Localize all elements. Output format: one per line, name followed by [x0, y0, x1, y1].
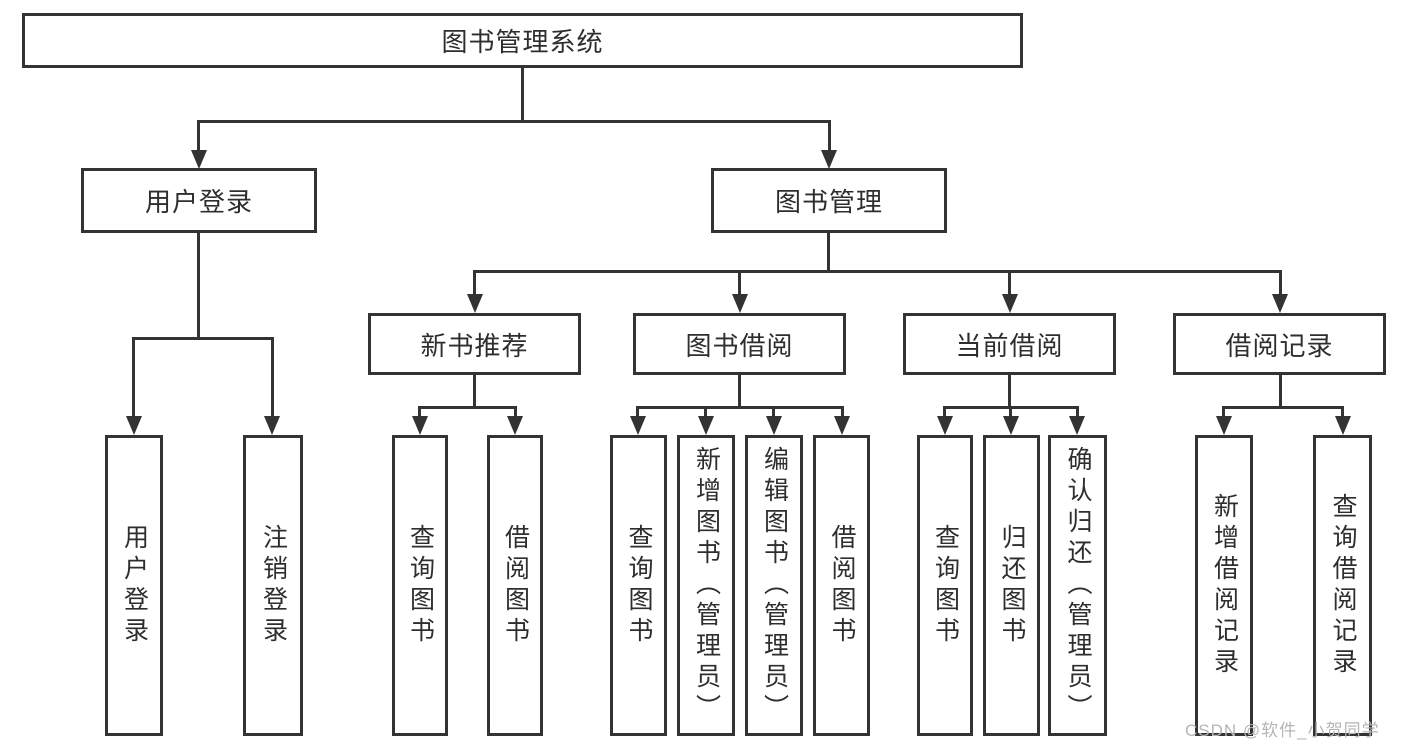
connector-new-book-rail	[418, 406, 517, 409]
arrowhead-borrow-record	[1272, 294, 1288, 313]
leaf-br-query-record-label: 查询借阅记录	[1329, 492, 1357, 679]
leaf-bb-add-book-admin: 新增图书（管理员）	[677, 435, 735, 736]
arrowhead-book-management	[821, 150, 837, 169]
node-new-book-recommend: 新书推荐	[368, 313, 581, 375]
leaf-cb-return-book: 归还图书	[983, 435, 1040, 736]
leaf-cb-return-book-label: 归还图书	[998, 523, 1026, 648]
leaf-br-query-record: 查询借阅记录	[1313, 435, 1372, 736]
arrowhead-bb-query	[630, 416, 646, 435]
connector-borrow-record-rail	[1222, 406, 1344, 409]
node-current-borrow-label: 当前借阅	[955, 330, 1064, 361]
leaf-bb-borrow-book-label: 借阅图书	[828, 523, 856, 648]
connector-stem-book-borrow	[738, 270, 741, 298]
leaf-nb-query-book: 查询图书	[392, 435, 448, 736]
connector-stem-bb-add	[704, 406, 707, 420]
connector-stem-new-book	[473, 270, 476, 298]
connector-level3-rail	[473, 270, 1282, 273]
leaf-br-add-record-label: 新增借阅记录	[1210, 492, 1239, 679]
connector-new-book-stem	[473, 375, 476, 409]
leaf-bb-edit-book-admin: 编辑图书（管理员）	[745, 435, 803, 736]
connector-stem-nb-borrow	[514, 406, 517, 420]
leaf-user-login: 用户登录	[105, 435, 163, 736]
connector-stem-user-login	[197, 120, 200, 153]
connector-borrow-record-stem	[1279, 375, 1282, 409]
arrowhead-nb-query	[412, 416, 428, 435]
node-new-book-recommend-label: 新书推荐	[420, 330, 529, 361]
node-user-login: 用户登录	[81, 168, 317, 233]
arrowhead-leaf-logout	[264, 416, 280, 435]
connector-stem-br-query	[1341, 406, 1344, 420]
leaf-bb-borrow-book: 借阅图书	[813, 435, 870, 736]
arrowhead-bb-borrow	[834, 416, 850, 435]
leaf-cb-confirm-return-admin: 确认归还（管理员）	[1048, 435, 1107, 736]
leaf-nb-borrow-book: 借阅图书	[487, 435, 543, 736]
arrowhead-bb-edit	[766, 416, 782, 435]
node-root: 图书管理系统	[22, 13, 1023, 68]
leaf-user-login-label: 用户登录	[120, 523, 149, 648]
connector-root-stem	[521, 68, 524, 122]
arrowhead-cb-confirm	[1069, 416, 1085, 435]
arrowhead-br-query	[1335, 416, 1351, 435]
leaf-bb-add-book-admin-label: 新增图书（管理员）	[692, 446, 721, 725]
connector-current-borrow-stem	[1008, 375, 1011, 409]
connector-user-login-stem	[197, 233, 200, 339]
connector-stem-cb-query	[943, 406, 946, 420]
connector-stem-bb-edit	[772, 406, 775, 420]
node-borrow-record: 借阅记录	[1173, 313, 1386, 375]
arrowhead-current-borrow	[1002, 294, 1018, 313]
node-book-borrow-label: 图书借阅	[685, 330, 794, 361]
arrowhead-nb-borrow	[507, 416, 523, 435]
leaf-cb-confirm-return-admin-label: 确认归还（管理员）	[1064, 446, 1092, 725]
csdn-watermark: CSDN @软件_小贺同学	[1185, 721, 1380, 740]
connector-user-login-rail	[132, 337, 274, 340]
arrowhead-leaf-login	[126, 416, 142, 435]
connector-stem-cb-return	[1009, 406, 1012, 420]
leaf-nb-borrow-book-label: 借阅图书	[501, 523, 530, 648]
connector-stem-current-borrow	[1008, 270, 1011, 298]
leaf-bb-query-book-label: 查询图书	[625, 523, 653, 648]
node-borrow-record-label: 借阅记录	[1225, 330, 1334, 361]
arrowhead-br-add	[1216, 416, 1232, 435]
leaf-cb-query-book: 查询图书	[917, 435, 973, 736]
connector-level2-rail	[197, 120, 831, 123]
node-book-management: 图书管理	[711, 168, 947, 233]
connector-book-borrow-stem	[738, 375, 741, 409]
arrowhead-cb-query	[937, 416, 953, 435]
node-current-borrow: 当前借阅	[903, 313, 1116, 375]
arrowhead-cb-return	[1003, 416, 1019, 435]
leaf-br-add-record: 新增借阅记录	[1195, 435, 1253, 736]
connector-stem-br-add	[1222, 406, 1225, 420]
connector-stem-nb-query	[418, 406, 421, 420]
connector-book-borrow-rail	[636, 406, 844, 409]
arrowhead-new-book	[467, 294, 483, 313]
arrowhead-user-login	[191, 150, 207, 169]
node-book-management-label: 图书管理	[774, 187, 883, 217]
node-user-login-label: 用户登录	[144, 187, 253, 217]
connector-stem-leaf-login	[132, 337, 135, 419]
connector-stem-book-management	[828, 120, 831, 153]
leaf-nb-query-book-label: 查询图书	[406, 523, 435, 648]
leaf-bb-query-book: 查询图书	[610, 435, 667, 736]
leaf-cb-query-book-label: 查询图书	[931, 523, 960, 648]
arrowhead-bb-add	[698, 416, 714, 435]
connector-book-management-stem	[827, 233, 830, 273]
connector-stem-bb-query	[636, 406, 639, 420]
leaf-logout: 注销登录	[243, 435, 303, 736]
connector-stem-cb-confirm	[1076, 406, 1079, 420]
arrowhead-book-borrow	[732, 294, 748, 313]
leaf-bb-edit-book-admin-label: 编辑图书（管理员）	[760, 446, 789, 725]
leaf-logout-label: 注销登录	[259, 523, 288, 648]
node-book-borrow: 图书借阅	[633, 313, 846, 375]
connector-stem-borrow-record	[1279, 270, 1282, 298]
connector-stem-bb-borrow	[841, 406, 844, 420]
node-root-label: 图书管理系统	[441, 27, 604, 57]
connector-stem-leaf-logout	[271, 337, 274, 419]
